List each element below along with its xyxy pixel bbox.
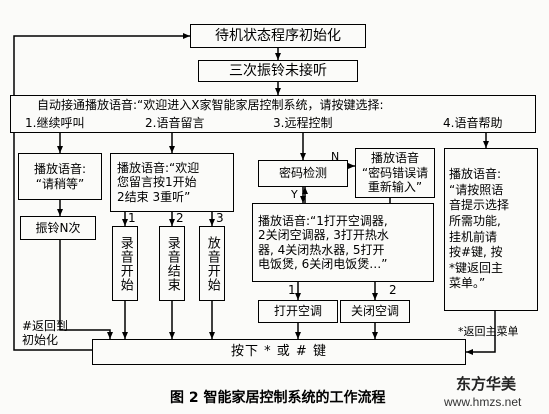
help-prompt-node: 播放语音: “请按照语 音提示选择 所需功能, 挂机前请 按#键, 按 *键返回… (444, 148, 538, 311)
option-2-label: 2.语音留言 (145, 116, 205, 130)
back-to-init-label: #返回到 初始化 (22, 319, 69, 347)
yes-label: Y (291, 188, 298, 201)
play-start-node: 放音开始 (199, 226, 225, 301)
option-4-label: 4.语音帮助 (443, 116, 503, 130)
figure-caption: 图 2 智能家居控制系统的工作流程 (170, 390, 386, 406)
record-end-node: 录音结束 (159, 226, 185, 301)
control-prompt-node: 播放语音:“1打开空调器, 2关闭空调器, 3打开热水 器, 4关闭热水器, 5… (252, 203, 434, 282)
watermark-brand: 东方华美 (456, 375, 517, 393)
press-key-node: 按下 * 或 # 键 (92, 339, 466, 365)
key-3-label: 3 (216, 211, 224, 225)
auto-answer-node: 自动接通播放语音:“欢迎进入X家智能家居控制系统，请按键选择: 1.继续呼叫 2… (10, 95, 536, 133)
key-1-label: 1 (128, 211, 136, 225)
message-prompt-node: 播放语音:“欢迎 您留言按1开始 2结束 3重听” (110, 153, 234, 212)
init-node: 待机状态程序初始化 (190, 24, 366, 48)
key-2-label: 2 (176, 211, 184, 225)
option-3-label: 3.远程控制 (273, 116, 333, 130)
auto-answer-text: 自动接通播放语音:“欢迎进入X家智能家居控制系统，请按键选择: (37, 98, 384, 112)
branch-2-label: 2 (389, 283, 397, 297)
password-check-node: 密码检测 (258, 160, 348, 187)
ac-on-node: 打开空调 (258, 300, 338, 323)
no-label: N (331, 150, 340, 163)
ring-n-node: 振铃N次 (20, 216, 96, 240)
back-to-main-label: *返回主菜单 (458, 325, 519, 338)
ring-three-node: 三次振铃未接听 (198, 60, 358, 82)
password-error-node: 播放语音 “密码错误请 重新输入” (355, 148, 435, 198)
ac-off-node: 关闭空调 (340, 300, 410, 323)
branch-1-label: 1 (288, 283, 296, 297)
wait-prompt-node: 播放语音: “请稍等” (18, 153, 102, 200)
option-1-label: 1.继续呼叫 (25, 116, 85, 130)
record-start-node: 录音开始 (112, 226, 138, 301)
watermark-url: www.hmzs.net (444, 395, 522, 409)
